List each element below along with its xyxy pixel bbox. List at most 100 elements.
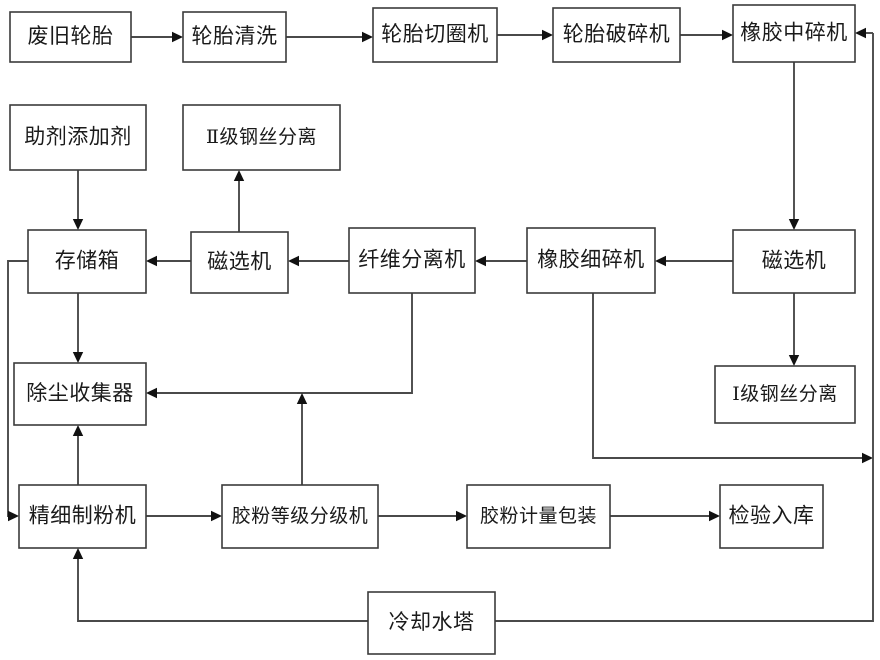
edges-layer — [7, 27, 874, 622]
process-node[interactable]: 轮胎破碎机 — [552, 7, 681, 63]
process-node[interactable]: 纤维分离机 — [348, 227, 476, 294]
flow-edge — [131, 31, 183, 43]
flow-edge — [655, 255, 733, 267]
flow-edge — [475, 255, 527, 267]
flow-edge — [296, 393, 308, 485]
flow-edge — [146, 510, 222, 522]
node-box[interactable] — [18, 484, 147, 549]
node-box[interactable] — [182, 11, 287, 63]
node-label: 轮胎切圈机 — [381, 22, 489, 46]
node-box[interactable] — [190, 231, 289, 294]
flow-edge — [592, 293, 873, 464]
arrow-head-icon — [72, 548, 84, 559]
arrow-head-icon — [8, 510, 19, 522]
process-node[interactable]: 存储箱 — [27, 229, 147, 294]
node-box[interactable] — [9, 11, 132, 63]
node-label: 轮胎破碎机 — [563, 22, 671, 46]
node-box[interactable] — [732, 4, 856, 63]
node-box[interactable] — [719, 484, 824, 549]
flow-edge — [495, 33, 874, 622]
flow-edge — [72, 425, 84, 485]
node-box[interactable] — [372, 7, 498, 63]
node-label: 轮胎清洗 — [192, 24, 278, 48]
process-node[interactable]: 助剂添加剂 — [9, 104, 147, 171]
arrow-head-icon — [72, 425, 84, 436]
process-node[interactable]: Ⅰ级钢丝分离 — [714, 365, 856, 424]
process-node[interactable]: 冷却水塔 — [367, 591, 496, 655]
flow-edge — [146, 293, 413, 399]
node-box[interactable] — [9, 104, 147, 171]
arrow-head-icon — [475, 255, 486, 267]
process-node[interactable]: 轮胎切圈机 — [372, 7, 498, 63]
process-node[interactable]: 精细制粉机 — [18, 484, 147, 549]
process-node[interactable]: 除尘收集器 — [13, 362, 147, 426]
process-node[interactable]: Ⅱ级钢丝分离 — [182, 104, 341, 171]
edge-line — [592, 293, 867, 459]
edge-line — [77, 556, 368, 622]
arrow-head-icon — [655, 255, 666, 267]
node-box[interactable] — [552, 7, 681, 63]
node-box[interactable] — [526, 227, 656, 294]
process-node[interactable]: 轮胎清洗 — [182, 11, 287, 63]
process-node[interactable]: 磁选机 — [732, 229, 856, 294]
flow-edge — [680, 29, 733, 41]
node-box[interactable] — [13, 362, 147, 426]
arrow-head-icon — [233, 170, 245, 181]
node-label: 精细制粉机 — [29, 503, 137, 527]
flow-edge — [72, 548, 368, 622]
node-label: 助剂添加剂 — [24, 124, 132, 148]
arrow-head-icon — [288, 255, 299, 267]
node-label: 存储箱 — [55, 248, 120, 272]
edge-line — [152, 293, 413, 394]
node-box[interactable] — [348, 227, 476, 294]
node-box[interactable] — [714, 365, 856, 424]
arrow-head-icon — [788, 219, 800, 230]
node-box[interactable] — [182, 104, 341, 171]
node-label: 冷却水塔 — [389, 610, 475, 634]
flow-edge — [233, 170, 245, 232]
flow-edge — [288, 255, 349, 267]
node-label: 胶粉计量包装 — [480, 505, 597, 527]
process-node[interactable]: 磁选机 — [190, 231, 289, 294]
arrow-head-icon — [855, 27, 866, 39]
arrow-head-icon — [709, 510, 720, 522]
node-label: 废旧轮胎 — [28, 24, 114, 48]
process-node[interactable]: 胶粉等级分级机 — [221, 484, 379, 549]
node-box[interactable] — [367, 591, 496, 655]
arrow-head-icon — [296, 393, 308, 404]
process-node[interactable]: 橡胶细碎机 — [526, 227, 656, 294]
node-label: 橡胶细碎机 — [537, 247, 645, 271]
node-box[interactable] — [27, 229, 147, 294]
node-label: Ⅱ级钢丝分离 — [206, 126, 317, 148]
flow-edge — [7, 260, 28, 522]
process-node[interactable]: 胶粉计量包装 — [466, 484, 611, 549]
arrow-head-icon — [72, 219, 84, 230]
node-label: 除尘收集器 — [26, 381, 134, 405]
arrow-head-icon — [172, 31, 183, 43]
process-node[interactable]: 橡胶中碎机 — [732, 4, 856, 63]
arrow-head-icon — [862, 452, 873, 464]
node-label: 磁选机 — [762, 248, 827, 272]
node-label: Ⅰ级钢丝分离 — [732, 383, 838, 405]
edge-line — [495, 33, 874, 622]
arrow-head-icon — [362, 31, 373, 43]
node-label: 磁选机 — [207, 249, 272, 273]
flow-edge — [788, 293, 800, 366]
flow-edge — [378, 510, 467, 522]
arrow-head-icon — [542, 29, 553, 41]
node-box[interactable] — [466, 484, 611, 549]
node-box[interactable] — [221, 484, 379, 549]
flow-edge — [788, 62, 800, 230]
flow-edge — [72, 293, 84, 363]
flow-edge — [146, 255, 191, 267]
flow-edge — [497, 29, 553, 41]
node-label: 胶粉等级分级机 — [232, 505, 369, 527]
arrow-head-icon — [722, 29, 733, 41]
process-node[interactable]: 废旧轮胎 — [9, 11, 132, 63]
arrow-head-icon — [788, 355, 800, 366]
node-box[interactable] — [732, 229, 856, 294]
process-node[interactable]: 检验入库 — [719, 484, 824, 549]
